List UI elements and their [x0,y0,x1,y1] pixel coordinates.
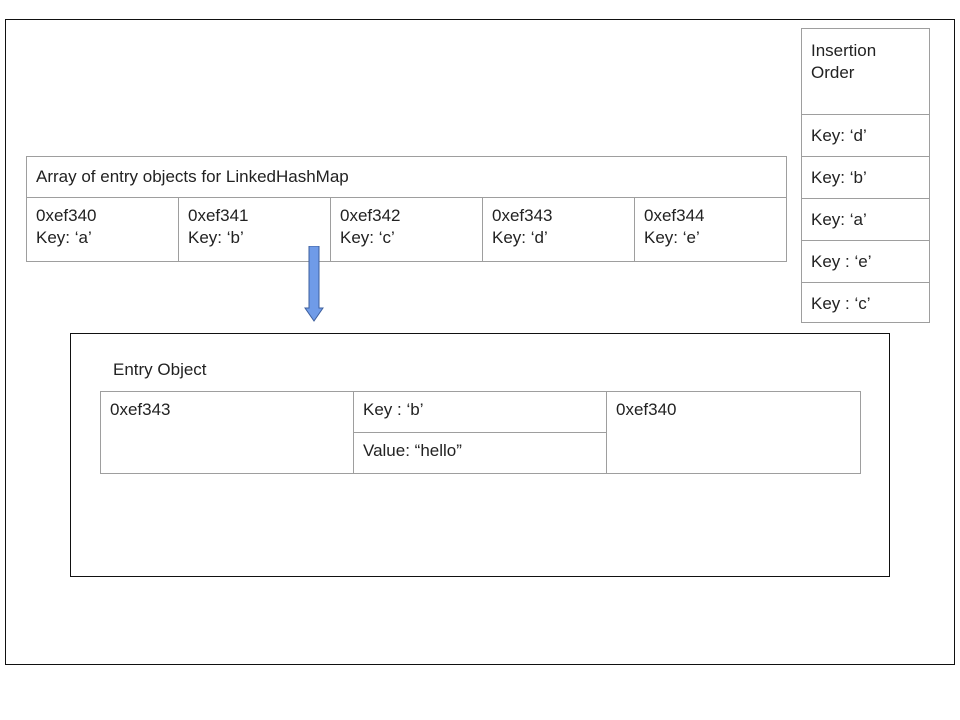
array-cell-address: 0xef342 [340,206,401,225]
array-cell-address: 0xef344 [644,206,705,225]
insertion-order-item: Key: ‘b’ [801,156,930,199]
entry-value-cell: Value: “hello” [353,432,607,474]
insertion-order-header-line1: Insertion [811,41,877,60]
entry-value: Value: “hello” [363,441,462,460]
entry-before-address: 0xef343 [110,400,171,419]
entry-object-label: Entry Object [113,360,207,379]
insertion-order-key: Key : ‘c’ [811,294,871,313]
array-cell: 0xef340 Key: ‘a’ [26,197,179,262]
insertion-order-key: Key : ‘e’ [811,252,872,271]
insertion-order-key: Key: ‘b’ [811,168,867,187]
array-cell-address: 0xef340 [36,206,97,225]
insertion-order-header-line2: Order [811,63,855,82]
down-arrow-icon [304,246,324,322]
array-cell: 0xef342 Key: ‘c’ [330,197,483,262]
entry-key: Key : ‘b’ [363,400,424,419]
array-cell-key: Key: ‘e’ [644,228,700,247]
insertion-order-item: Key: ‘a’ [801,198,930,241]
insertion-order-header: Insertion Order [801,28,930,115]
insertion-order-key: Key: ‘d’ [811,126,867,145]
array-cell: 0xef343 Key: ‘d’ [482,197,635,262]
entry-after-address: 0xef340 [616,400,677,419]
array-title: Array of entry objects for LinkedHashMap [36,167,349,186]
diagram-frame [5,19,955,665]
insertion-order-key: Key: ‘a’ [811,210,867,229]
array-cell-key: Key: ‘a’ [36,228,92,247]
array-cell: 0xef344 Key: ‘e’ [634,197,787,262]
array-title-cell: Array of entry objects for LinkedHashMap [26,156,787,198]
entry-object-frame [70,333,890,577]
array-cell-key: Key: ‘c’ [340,228,395,247]
insertion-order-item: Key : ‘c’ [801,282,930,323]
insertion-order-item: Key: ‘d’ [801,114,930,157]
entry-key-cell: Key : ‘b’ [353,391,607,433]
entry-after-cell: 0xef340 [606,391,861,474]
insertion-order-item: Key : ‘e’ [801,240,930,283]
entry-before-cell: 0xef343 [100,391,354,474]
array-cell: 0xef341 Key: ‘b’ [178,197,331,262]
array-cell-key: Key: ‘d’ [492,228,548,247]
array-cell-key: Key: ‘b’ [188,228,244,247]
array-cell-address: 0xef341 [188,206,249,225]
array-cell-address: 0xef343 [492,206,553,225]
